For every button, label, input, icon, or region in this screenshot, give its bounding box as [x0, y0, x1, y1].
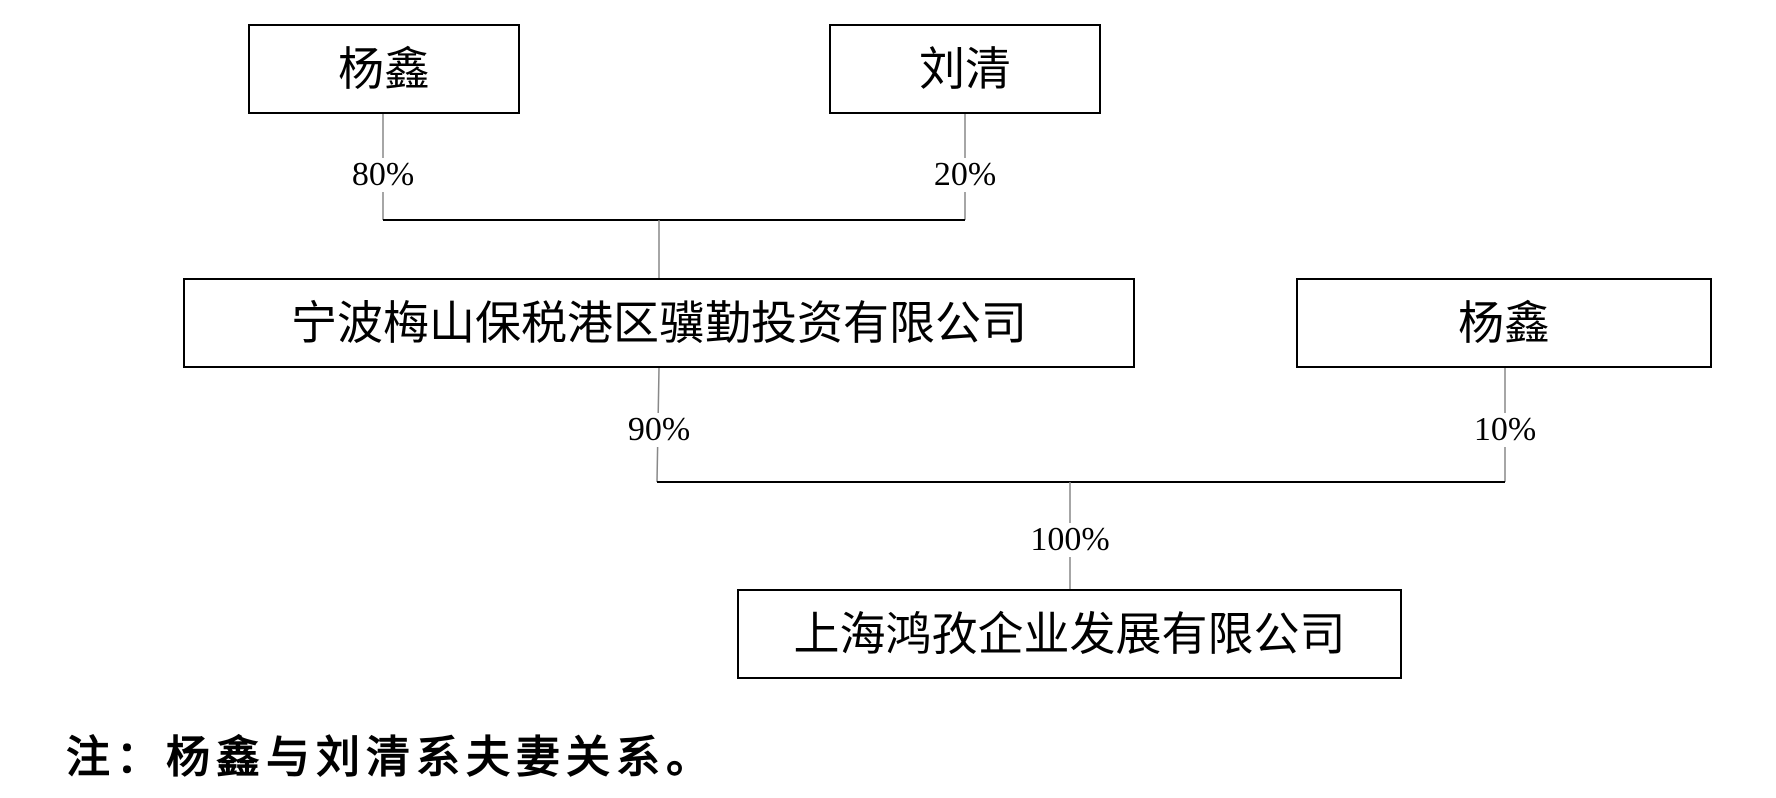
- node-ningbo-company: 宁波梅山保税港区骥勤投资有限公司: [183, 278, 1135, 368]
- node-shanghai-company: 上海鸿孜企业发展有限公司: [737, 589, 1402, 679]
- edge-label-combined: 100%: [1028, 521, 1112, 558]
- node-yang-xin-top: 杨鑫: [248, 24, 520, 114]
- edge-label-ningbo: 90%: [625, 411, 693, 448]
- edge-label-yang-xin-right: 10%: [1471, 411, 1539, 448]
- edge-label-liu-qing: 20%: [931, 156, 999, 193]
- node-liu-qing: 刘清: [829, 24, 1101, 114]
- node-yang-xin-right: 杨鑫: [1296, 278, 1712, 368]
- footnote: 注：杨鑫与刘清系夫妻关系。: [66, 732, 716, 783]
- edge-label-yang-xin-top: 80%: [349, 156, 417, 193]
